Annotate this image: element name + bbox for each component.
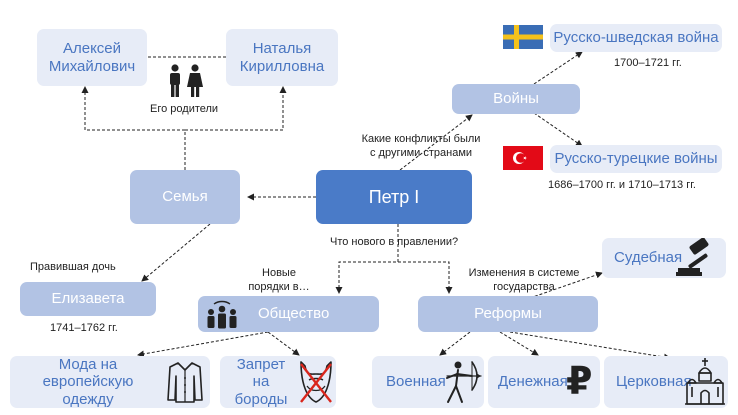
ruble-icon: ₽ [566,361,593,403]
society-caption: Новые порядки в… [248,267,310,293]
reforms-node: Реформы [418,296,598,332]
people-group-icon [207,300,237,329]
military-label: Военная [386,373,446,391]
turkey-flag-icon [503,146,543,170]
church-node: Церковная [604,356,728,408]
daughter-node: Елизавета [20,282,156,316]
man-woman-icon [170,64,203,97]
reforms-caption: Изменения в системе государства [468,267,580,293]
beards-node: Запрет на бороды [220,356,336,408]
family-node: Семья [130,170,240,224]
mother-node: Наталья Кирилловна [226,29,338,86]
monetary-label: Денежная [498,373,568,391]
judicial-label: Судебная [614,249,683,267]
church-icon [685,358,725,405]
church-label: Церковная [616,373,692,391]
wars-node: Войны [452,84,580,114]
swedish-war-years: 1700–1721 гг. [614,57,682,69]
daughter-years: 1741–1762 гг. [50,322,118,334]
military-node: Военная [372,356,484,408]
turkish-war-node: Русско-турецкие войны [550,145,722,173]
wars-question: Какие конфликты были с другими странами [361,133,481,159]
monetary-node: Денежная [488,356,600,408]
shirt-icon [167,362,203,403]
society-node: Общество [198,296,379,332]
society-label: Общество [258,305,330,323]
center-node: Петр I [316,170,472,224]
turkish-war-years: 1686–1700 гг. и 1710–1713 гг. [548,179,696,191]
gavel-icon [676,238,709,276]
parents-caption: Его родители [150,103,219,115]
rule-question: Что нового в правлении? [330,236,459,248]
father-node: Алексей Михайлович [37,29,147,86]
beards-label: Запрет на бороды [234,356,288,408]
archer-icon [446,361,482,403]
crossed-beard-icon [300,361,332,403]
fashion-label: Мода на европейскую одежду [42,356,134,408]
daughter-caption: Правившая дочь [30,261,116,273]
sweden-flag-icon [503,25,543,49]
swedish-war-node: Русско-шведская война [550,24,722,52]
